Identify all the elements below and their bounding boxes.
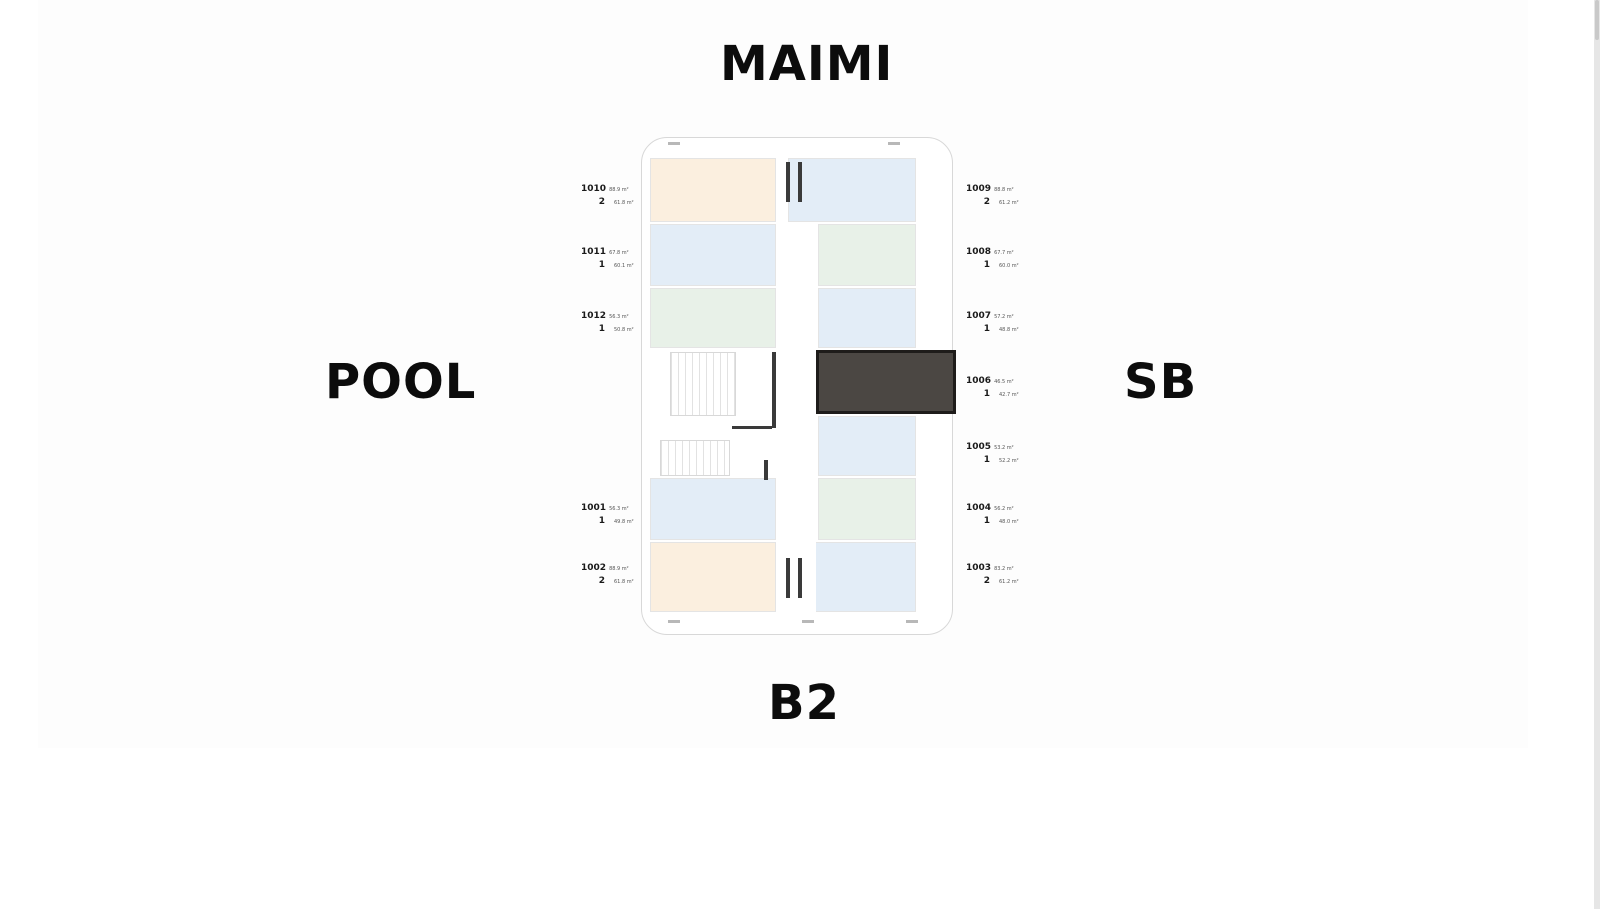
unit-total-area: 46.5 m² xyxy=(994,379,1014,385)
direction-label-south: B2 xyxy=(768,675,840,731)
wall xyxy=(786,558,790,598)
unit-inner-area: 60.0 m² xyxy=(999,263,1019,269)
unit-number: 1005 xyxy=(966,442,992,452)
unit-number: 1004 xyxy=(966,503,992,513)
unit-1004-area[interactable] xyxy=(818,478,916,540)
wall xyxy=(764,460,768,480)
dimension-tick xyxy=(906,620,918,623)
dimension-tick xyxy=(668,620,680,623)
unit-1002-area[interactable] xyxy=(650,542,776,612)
unit-bedrooms: 1 xyxy=(983,455,990,465)
unit-bedrooms: 2 xyxy=(983,576,990,586)
stairwell-upper xyxy=(670,352,736,416)
wall xyxy=(798,558,802,598)
unit-1001-area[interactable] xyxy=(650,478,776,540)
unit-inner-area: 49.8 m² xyxy=(614,519,634,525)
unit-number: 1010 xyxy=(581,184,607,194)
unit-bedrooms: 1 xyxy=(983,324,990,334)
dimension-tick xyxy=(668,142,680,145)
unit-number: 1006 xyxy=(966,376,992,386)
unit-total-area: 57.2 m² xyxy=(994,314,1014,320)
unit-inner-area: 61.2 m² xyxy=(999,579,1019,585)
floor-plan xyxy=(641,137,956,635)
wall xyxy=(786,162,790,202)
unit-1009-area[interactable] xyxy=(788,158,916,222)
unit-inner-area: 61.8 m² xyxy=(614,579,634,585)
unit-inner-area: 48.0 m² xyxy=(999,519,1019,525)
stairwell-lower xyxy=(660,440,730,476)
unit-1007-area[interactable] xyxy=(818,288,916,348)
unit-bedrooms: 2 xyxy=(598,576,605,586)
unit-1011-area[interactable] xyxy=(650,224,776,286)
unit-1010-area[interactable] xyxy=(650,158,776,222)
unit-bedrooms: 1 xyxy=(983,516,990,526)
unit-inner-area: 60.1 m² xyxy=(614,263,634,269)
unit-bedrooms: 2 xyxy=(598,197,605,207)
unit-total-area: 56.3 m² xyxy=(609,506,629,512)
scrollbar-thumb[interactable] xyxy=(1595,0,1599,40)
wall xyxy=(798,162,802,202)
unit-bedrooms: 2 xyxy=(983,197,990,207)
unit-1012-area[interactable] xyxy=(650,288,776,348)
unit-total-area: 56.2 m² xyxy=(994,506,1014,512)
unit-total-area: 67.8 m² xyxy=(609,250,629,256)
unit-total-area: 83.2 m² xyxy=(994,566,1014,572)
unit-total-area: 53.2 m² xyxy=(994,445,1014,451)
unit-inner-area: 61.8 m² xyxy=(614,200,634,206)
central-corridor xyxy=(778,222,816,612)
unit-bedrooms: 1 xyxy=(983,260,990,270)
unit-number: 1008 xyxy=(966,247,992,257)
unit-bedrooms: 1 xyxy=(598,260,605,270)
unit-inner-area: 52.2 m² xyxy=(999,458,1019,464)
unit-total-area: 88.9 m² xyxy=(609,187,629,193)
unit-total-area: 88.8 m² xyxy=(994,187,1014,193)
direction-label-west: POOL xyxy=(325,354,477,410)
unit-inner-area: 48.8 m² xyxy=(999,327,1019,333)
unit-number: 1012 xyxy=(581,311,607,321)
unit-number: 1007 xyxy=(966,311,992,321)
dimension-tick xyxy=(802,620,814,623)
unit-bedrooms: 1 xyxy=(598,324,605,334)
unit-total-area: 56.3 m² xyxy=(609,314,629,320)
wall xyxy=(772,352,776,428)
unit-number: 1002 xyxy=(581,563,607,573)
dimension-tick xyxy=(888,142,900,145)
direction-label-north: MAIMI xyxy=(720,36,894,92)
unit-inner-area: 42.7 m² xyxy=(999,392,1019,398)
unit-bedrooms: 1 xyxy=(598,516,605,526)
unit-number: 1011 xyxy=(581,247,607,257)
unit-1005-area[interactable] xyxy=(818,416,916,476)
wall xyxy=(732,426,772,429)
unit-inner-area: 61.2 m² xyxy=(999,200,1019,206)
scrollbar[interactable] xyxy=(1594,0,1600,909)
unit-number: 1001 xyxy=(581,503,607,513)
unit-number: 1003 xyxy=(966,563,992,573)
unit-1006-area-selected[interactable] xyxy=(816,350,956,414)
unit-total-area: 67.7 m² xyxy=(994,250,1014,256)
unit-number: 1009 xyxy=(966,184,992,194)
unit-inner-area: 50.8 m² xyxy=(614,327,634,333)
unit-1008-area[interactable] xyxy=(818,224,916,286)
unit-bedrooms: 1 xyxy=(983,389,990,399)
unit-total-area: 88.9 m² xyxy=(609,566,629,572)
direction-label-east: SB xyxy=(1124,354,1198,410)
